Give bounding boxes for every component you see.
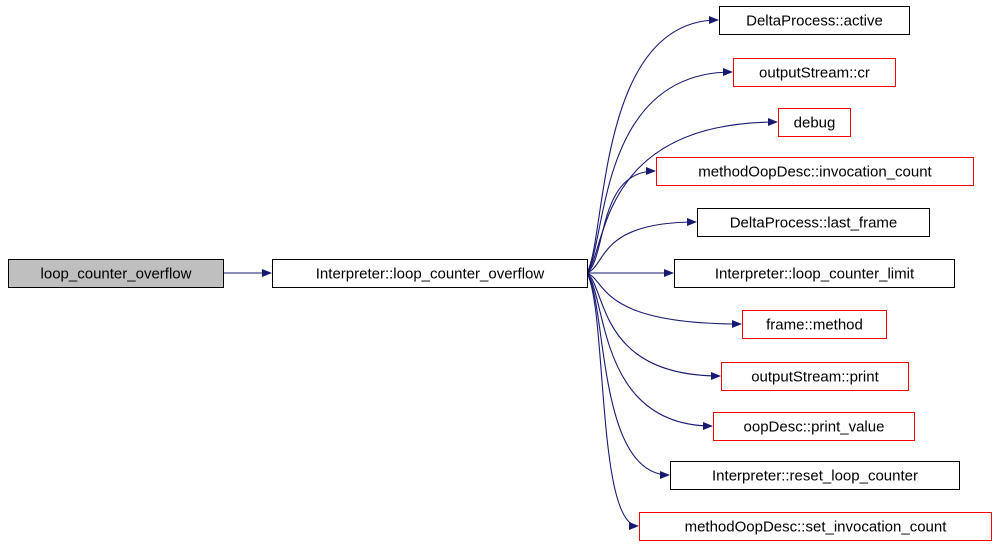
node-label: debug bbox=[794, 115, 836, 132]
callee-node-c5[interactable]: DeltaProcess::last_frame bbox=[697, 208, 930, 237]
node-box bbox=[719, 6, 910, 35]
node-box bbox=[713, 412, 915, 441]
edge-main-to-c5 bbox=[586, 218, 697, 274]
node-label: outputStream::print bbox=[751, 369, 879, 386]
node-label: DeltaProcess::last_frame bbox=[730, 215, 898, 232]
callee-node-c8[interactable]: outputStream::print bbox=[721, 362, 909, 391]
callee-node-c2[interactable]: outputStream::cr bbox=[733, 58, 896, 87]
edge-main-to-c4 bbox=[586, 167, 656, 274]
edge-main-to-c7 bbox=[586, 272, 742, 328]
node-box bbox=[697, 208, 930, 237]
node-box bbox=[670, 461, 960, 490]
edges-layer bbox=[223, 16, 778, 530]
callee-node-c10[interactable]: Interpreter::reset_loop_counter bbox=[670, 461, 960, 490]
callee-node-c9[interactable]: oopDesc::print_value bbox=[713, 412, 915, 441]
node-box bbox=[639, 512, 992, 541]
callee-node-main[interactable]: Interpreter::loop_counter_overflow bbox=[272, 259, 588, 288]
node-label: loop_counter_overflow bbox=[41, 266, 192, 283]
edge-main-to-c8 bbox=[586, 272, 721, 380]
node-box bbox=[272, 259, 588, 288]
node-label: oopDesc::print_value bbox=[744, 419, 885, 436]
edge-main-to-c9 bbox=[586, 272, 713, 430]
node-box bbox=[656, 157, 974, 186]
callee-node-c1[interactable]: DeltaProcess::active bbox=[719, 6, 910, 35]
callee-node-c3[interactable]: debug bbox=[778, 108, 851, 137]
edge-main-to-c11 bbox=[586, 272, 639, 530]
callee-node-c7[interactable]: frame::method bbox=[742, 310, 887, 339]
node-box bbox=[8, 259, 224, 288]
callee-node-c11[interactable]: methodOopDesc::set_invocation_count bbox=[639, 512, 992, 541]
root-node[interactable]: loop_counter_overflow bbox=[8, 259, 224, 288]
edge-main-to-c2 bbox=[586, 68, 733, 274]
node-label: Interpreter::loop_counter_limit bbox=[715, 266, 915, 283]
node-box bbox=[733, 58, 896, 87]
node-label: methodOopDesc::invocation_count bbox=[698, 164, 932, 181]
node-box bbox=[721, 362, 909, 391]
node-box bbox=[742, 310, 887, 339]
node-label: Interpreter::loop_counter_overflow bbox=[316, 266, 545, 283]
callee-node-c6[interactable]: Interpreter::loop_counter_limit bbox=[674, 259, 955, 288]
node-label: frame::method bbox=[766, 317, 863, 334]
node-label: outputStream::cr bbox=[759, 65, 870, 82]
node-label: Interpreter::reset_loop_counter bbox=[712, 468, 918, 485]
node-label: methodOopDesc::set_invocation_count bbox=[685, 519, 948, 536]
node-box bbox=[778, 108, 851, 137]
edge-main-to-c1 bbox=[586, 16, 719, 274]
nodes-layer: loop_counter_overflow Interpreter::loop_c… bbox=[8, 6, 992, 541]
node-box bbox=[674, 259, 955, 288]
edge-main-to-c3 bbox=[586, 118, 778, 274]
edge-main-to-c10 bbox=[586, 272, 670, 479]
node-label: DeltaProcess::active bbox=[746, 13, 883, 30]
callee-node-c4[interactable]: methodOopDesc::invocation_count bbox=[656, 157, 974, 186]
